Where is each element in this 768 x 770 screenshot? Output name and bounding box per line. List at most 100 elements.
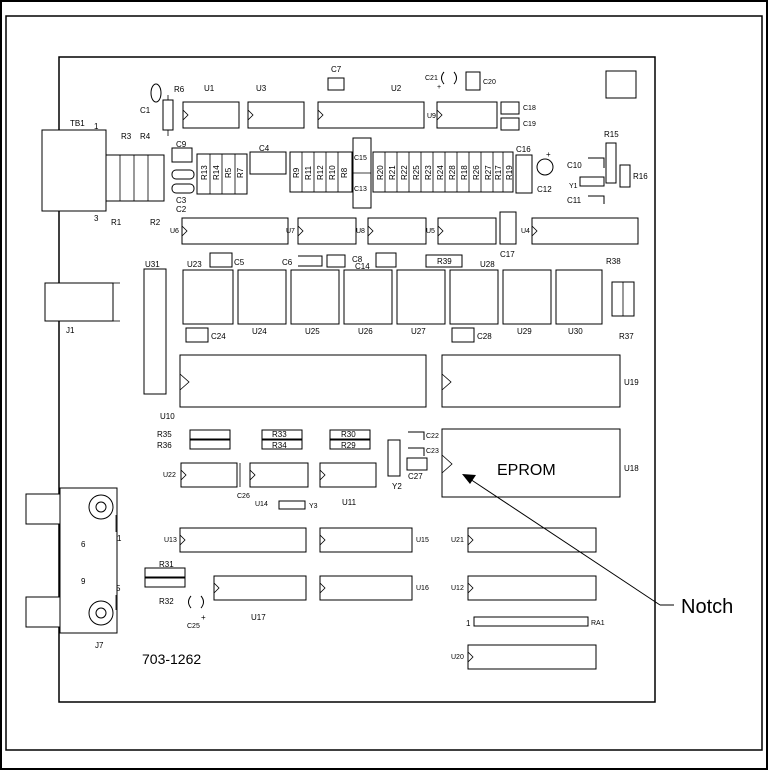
- c9-label: C9: [176, 140, 187, 149]
- component-outline: [555, 269, 603, 325]
- u18-label: U18: [624, 464, 639, 473]
- r28-label: R28: [448, 165, 457, 180]
- component-outline: [467, 644, 597, 670]
- component-outline: [396, 269, 446, 325]
- component-outline: [25, 596, 61, 628]
- r16-label: R16: [633, 172, 648, 181]
- component-outline: [237, 269, 287, 325]
- component-outline: [441, 71, 457, 85]
- r3-label: R3: [121, 132, 132, 141]
- component-outline: [406, 457, 428, 471]
- component-outline: [297, 225, 304, 237]
- component-outline: [150, 83, 162, 103]
- y2-label: Y2: [392, 482, 402, 491]
- u19-label: U19: [624, 378, 639, 387]
- r23-label: R23: [424, 165, 433, 180]
- component-outline: [449, 269, 499, 325]
- component-outline: [367, 225, 374, 237]
- u28-label: U28: [480, 260, 495, 269]
- component-outline: [536, 158, 554, 176]
- c11-label: C11: [567, 196, 582, 205]
- component-outline: [515, 154, 533, 194]
- u31-label: U31: [145, 260, 160, 269]
- r27-label: R27: [484, 165, 493, 180]
- r4-label: R4: [140, 132, 151, 141]
- c18-label: C18: [523, 105, 536, 112]
- r33-label: R33: [272, 430, 287, 439]
- component-outline: [437, 225, 444, 237]
- r18-label: R18: [460, 165, 469, 180]
- component-outline: [467, 651, 474, 663]
- c25-plus: +: [201, 613, 206, 622]
- r10-label: R10: [328, 165, 337, 180]
- board-id-label: 703-1262: [142, 651, 201, 667]
- r11-label: R11: [304, 165, 313, 180]
- notch-label: Notch: [681, 596, 733, 618]
- component-outline: [437, 217, 497, 245]
- component-outline: [343, 269, 393, 325]
- component-outline: [179, 534, 186, 546]
- component-outline: [298, 255, 323, 267]
- u5-label: U5: [426, 228, 435, 235]
- component-outline: [436, 101, 498, 129]
- inner-frame: [5, 15, 763, 751]
- c3-label: C3: [176, 196, 187, 205]
- u22-label: U22: [163, 472, 176, 479]
- component-outline: [372, 151, 514, 193]
- component-outline: [499, 211, 517, 245]
- component-outline: [297, 217, 357, 245]
- component-outline: [579, 176, 605, 187]
- r34-label: R34: [272, 441, 287, 450]
- r20-label: R20: [376, 165, 385, 180]
- component-outline: [182, 101, 240, 129]
- component-outline: [171, 183, 195, 194]
- component-outline: [249, 151, 287, 175]
- component-outline: [249, 469, 256, 481]
- u17-label: U17: [251, 613, 266, 622]
- component-outline: [327, 77, 345, 91]
- component-outline: [25, 493, 61, 525]
- component-outline: [588, 157, 605, 204]
- component-outline: [59, 487, 118, 634]
- component-outline: [247, 101, 305, 129]
- r35-label: R35: [157, 430, 172, 439]
- r14-label: R14: [212, 165, 221, 180]
- u29-label: U29: [517, 327, 532, 336]
- component-outline: [144, 577, 186, 588]
- u23-label: U23: [187, 260, 202, 269]
- eprom-label: EPROM: [497, 462, 556, 479]
- component-outline: [319, 469, 326, 481]
- u26-label: U26: [358, 327, 373, 336]
- u15-label: U15: [416, 537, 429, 544]
- component-outline: [182, 109, 189, 121]
- component-outline: [367, 217, 427, 245]
- tb1-label: TB1: [70, 119, 85, 128]
- u8-label: U8: [356, 228, 365, 235]
- r12-label: R12: [316, 165, 325, 180]
- ra1-pin1: 1: [466, 619, 471, 628]
- c28-label: C28: [477, 332, 492, 341]
- c26-label: C26: [237, 493, 250, 500]
- component-outline: [605, 142, 617, 184]
- notch-leader-line: [469, 478, 661, 606]
- u10-label: U10: [160, 412, 175, 421]
- component-outline: [329, 439, 371, 450]
- component-outline: [188, 595, 204, 609]
- component-outline: [261, 429, 303, 440]
- r22-label: R22: [400, 165, 409, 180]
- component-outline: [467, 575, 597, 601]
- r37-label: R37: [619, 332, 634, 341]
- y1-label: Y1: [569, 183, 578, 190]
- c10-label: C10: [567, 161, 582, 170]
- component-outline: [467, 527, 597, 553]
- r8-label: R8: [340, 167, 349, 178]
- r29-label: R29: [341, 441, 356, 450]
- u14-label: U14: [255, 501, 268, 508]
- u12-label: U12: [451, 585, 464, 592]
- u16-label: U16: [416, 585, 429, 592]
- component-outline: [319, 527, 413, 553]
- r26-label: R26: [472, 165, 481, 180]
- r7-label: R7: [236, 167, 245, 178]
- connector-j1: J1: [44, 282, 120, 335]
- component-outline: [531, 217, 639, 245]
